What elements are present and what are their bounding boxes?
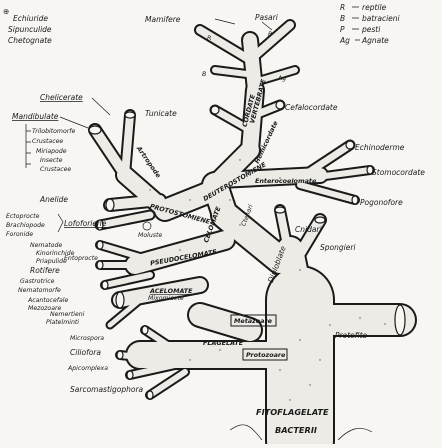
legend-right-key-b: B (340, 14, 345, 23)
label-brachiopode: Brachiopode (6, 222, 45, 229)
label-cnidari: Cnidari (295, 225, 323, 234)
legend-right-text-ag: Agnate (361, 36, 389, 45)
label-spongieri: Spongieri (320, 243, 356, 252)
label-gastrotrice: Gastrotrice (20, 277, 55, 285)
label-mandibulate: Mandibulate (12, 112, 59, 121)
label-mixomicete: Mixomicete (148, 294, 184, 302)
trunk-fitoflagelate: FITOFLAGELATE (256, 407, 329, 417)
bark-metazoare: Metazoare (234, 317, 273, 325)
label-mandibulate-sub-1: Trilobitomorfe (32, 127, 75, 135)
bark-acelomate: ACELOMATE (149, 287, 193, 295)
leaf-labels-protostome: Chelicerate Mandibulate Trilobitomorfe C… (6, 93, 184, 394)
label-mamifere: Mamifere (145, 15, 181, 24)
leaf-labels-deuterostome: Mamifere Pasari Tunicate Cefalocordate E… (145, 13, 425, 207)
legend-left-line-3: Chetognate (8, 36, 52, 45)
legend-right: R reptile B batracieni P pesti Ag Agnate (339, 3, 401, 45)
label-mandibulate-sub-5: Crustacee (40, 165, 71, 173)
branch-cut-ends (88, 100, 406, 400)
protozoare-box (242, 348, 288, 361)
label-anelide: Anelide (39, 195, 68, 204)
label-pogonofore: Pogonofore (360, 198, 403, 207)
label-nemertieni: Nemertieni (50, 310, 85, 318)
legend-right-key-ag: Ag (339, 36, 350, 45)
legend-left-line-2: Sipunculide (8, 25, 52, 34)
moluste-marker-circle (142, 221, 152, 231)
label-entoprocte: Entoprocte (64, 254, 98, 262)
label-sarcomastigophora: Sarcomastigophora (70, 385, 144, 394)
trunk-labels: FITOFLAGELATE BACTERII (256, 407, 329, 435)
label-mandibulate-sub-4: Insecte (40, 156, 63, 164)
label-pasari: Pasari (255, 13, 279, 22)
label-platelminti: Platelminti (46, 318, 79, 326)
label-ciliofora: Ciliofora (70, 348, 101, 357)
bark-stipple (149, 119, 386, 401)
label-lofoforiene: Lofoforiene (64, 219, 107, 228)
trunk-bacterii: BACTERII (275, 425, 317, 435)
marker-b: B (202, 71, 206, 78)
label-ectoprocte: Ectoprocte (6, 212, 40, 220)
label-nematode: Nematode (30, 241, 62, 249)
legend-left-marker: ⊕ (3, 7, 9, 16)
label-protofite: Protofite (335, 331, 368, 340)
label-cefalocordate: Cefalocordate (285, 103, 338, 112)
metazoare-box (230, 314, 277, 327)
label-chelicerate: Chelicerate (40, 93, 83, 102)
bark-enterocoelomate: Enterocoelomate (255, 177, 317, 185)
label-apicomplexa: Apicomplexa (67, 365, 108, 372)
label-microsporidia: Microspora (70, 335, 104, 342)
label-stomocordate: Stomocordate (372, 168, 425, 177)
label-nematomorfe: Nematomorfe (18, 286, 61, 294)
marker-ag: Ag (277, 75, 286, 82)
legend-right-text-b: batracieni (362, 14, 401, 23)
tree-branches (88, 19, 417, 448)
legend-right-key-r: R (340, 3, 345, 12)
label-echinoderme: Echinoderme (355, 143, 405, 152)
label-mezozoare: Mezozoare (28, 305, 62, 312)
legend-left: ⊕ Echiuride Sipunculide Chetognate (3, 7, 52, 45)
marker-p: P (268, 31, 272, 38)
legend-right-text-r: reptile (362, 3, 387, 12)
legend-left-line-1: Echiuride (13, 14, 48, 23)
label-rotifere: Rotifere (30, 266, 60, 275)
label-tunicate: Tunicate (145, 109, 177, 118)
legend-right-text-p: pesti (361, 25, 381, 34)
label-foronide: Foronide (6, 231, 33, 238)
label-mandibulate-sub-3: Miriapode (36, 148, 67, 155)
legend-right-key-p: P (340, 25, 345, 34)
bark-flagelate: FLAGELATE (203, 339, 244, 347)
label-kinorinchide: Kinorinchide (36, 250, 75, 257)
bark-protozoare: Protozoare (246, 351, 286, 359)
label-priapulide: Priapulide (36, 258, 67, 265)
label-moluste: Moluste (138, 231, 162, 239)
label-acantocefale: Acantocefale (27, 296, 68, 304)
marker-r: R (207, 35, 211, 42)
label-mandibulate-sub-2: Crustacee (32, 137, 63, 145)
